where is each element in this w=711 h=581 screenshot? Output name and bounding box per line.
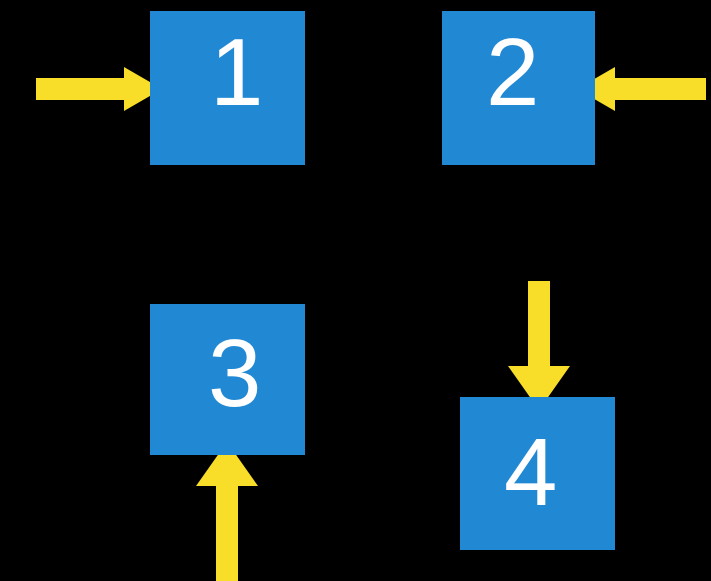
node-box-3[interactable]: 3	[150, 304, 305, 455]
node-box-4[interactable]: 4	[460, 397, 615, 550]
node-label-4: 4	[504, 419, 558, 526]
arrow-into-node-2	[577, 67, 706, 111]
arrow-into-node-4	[508, 281, 570, 410]
arrow-into-node-3	[196, 442, 258, 581]
arrow-down-shape	[508, 281, 570, 410]
node-label-1: 1	[210, 19, 264, 126]
arrow-right-shape	[36, 67, 162, 111]
arrow-into-node-1	[36, 67, 162, 111]
node-box-2[interactable]: 2	[442, 11, 595, 165]
node-box-1[interactable]: 1	[150, 11, 305, 165]
node-label-3: 3	[208, 320, 262, 427]
node-label-2: 2	[486, 19, 540, 126]
arrow-left-shape	[577, 67, 706, 111]
arrow-up-shape	[196, 442, 258, 581]
